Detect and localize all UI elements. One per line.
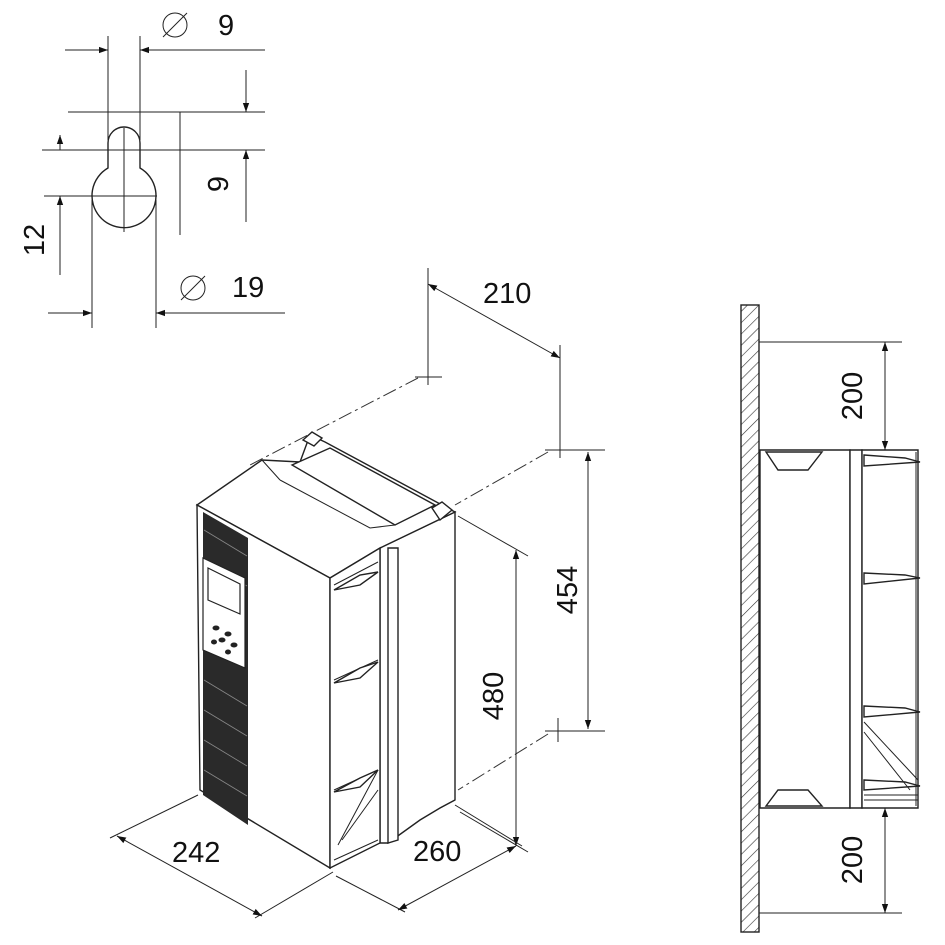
bottom-clearance-value: 200 xyxy=(837,836,869,884)
drive-side xyxy=(329,546,381,870)
front-vent-strip xyxy=(203,512,248,825)
top-clearance-value: 200 xyxy=(837,372,869,420)
wall-mount-side-view: 200 200 xyxy=(740,304,921,933)
keyhole-detail: 9 9 12 19 xyxy=(19,10,285,328)
keyhole-outline xyxy=(91,126,157,229)
width-value: 242 xyxy=(172,837,220,869)
height-value: 480 xyxy=(478,672,510,720)
hole-spacing-horizontal-value: 210 xyxy=(483,278,531,310)
hole-diameter-value: 19 xyxy=(232,272,264,304)
offset-value: 12 xyxy=(19,224,51,256)
display-screen xyxy=(207,567,241,615)
slot-height-value: 9 xyxy=(203,176,235,192)
drive-profile xyxy=(759,449,851,809)
hole-spacing-vertical-value: 454 xyxy=(552,566,584,614)
drive-isometric-view: 210 454 480 242 260 xyxy=(109,268,605,919)
wall xyxy=(740,304,760,933)
depth-value: 260 xyxy=(413,836,461,868)
heatsink-side xyxy=(379,510,456,844)
diameter-symbol-slot xyxy=(162,12,188,38)
keypad-buttons xyxy=(211,625,238,655)
slot-width-value: 9 xyxy=(218,10,234,42)
diameter-symbol-hole xyxy=(180,275,206,301)
